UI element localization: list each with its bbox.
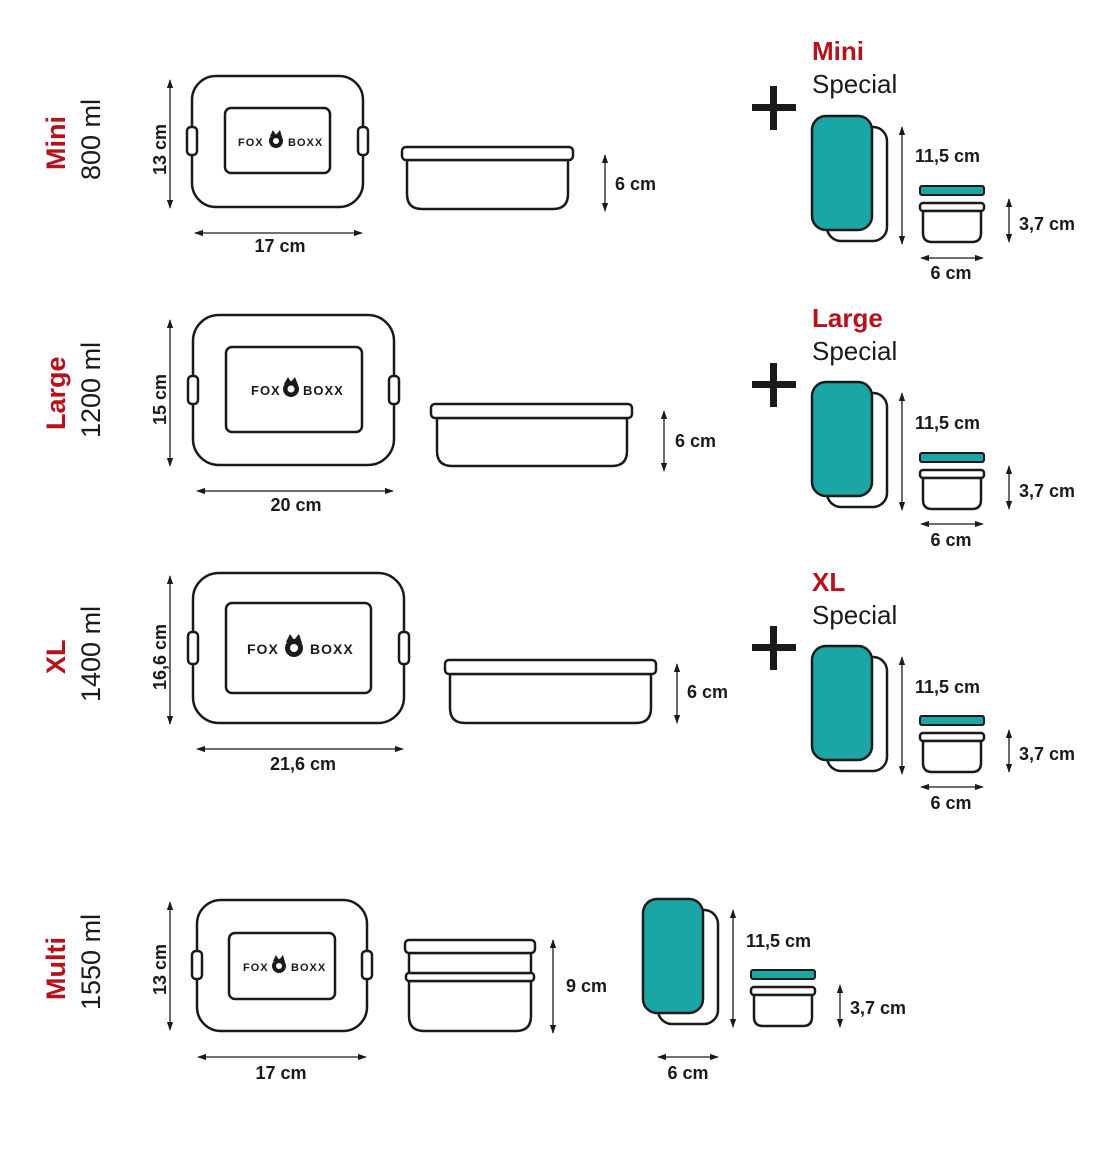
lunchbox-side-view	[429, 402, 634, 468]
cup-height-label: 3,7 cm	[1019, 481, 1075, 501]
row-mini: Mini 800 ml 13 cm FOX BOXX 17 cm 6 cm	[41, 36, 1075, 283]
divider-insert	[641, 897, 720, 1026]
cup-height-label: 3,7 cm	[1019, 214, 1075, 234]
insert-height-label: 11,5 cm	[915, 677, 980, 697]
row-volume-label: 800 ml	[76, 99, 106, 180]
special-word-label: Special	[812, 600, 897, 630]
insert-height-label: 11,5 cm	[915, 413, 980, 433]
special-word-label: Special	[812, 336, 897, 366]
logo-right-text: BOXX	[288, 137, 323, 149]
plus-icon	[752, 86, 796, 130]
fox-head-icon	[272, 955, 286, 973]
cup-width-label: 6 cm	[930, 530, 971, 550]
cup-width-label: 6 cm	[930, 793, 971, 813]
snack-cup	[749, 969, 817, 1028]
row-xl: XL 1400 ml 16,6 cm FOX BOXX 21,6 cm 6 cm	[41, 567, 1075, 813]
special-name-label: XL	[812, 567, 845, 597]
width-dimension-label: 21,6 cm	[270, 754, 336, 774]
divider-insert	[810, 114, 889, 243]
cup-height-label: 3,7 cm	[1019, 744, 1075, 764]
cup-width-label: 6 cm	[930, 263, 971, 283]
fox-boxx-logo: FOX BOXX	[247, 634, 354, 657]
logo-right-text: BOXX	[303, 383, 344, 398]
height-dimension-label: 16,6 cm	[150, 624, 170, 690]
fox-head-icon	[283, 377, 299, 397]
special-name-label: Mini	[812, 36, 864, 66]
row-name-label: Multi	[41, 937, 71, 1000]
insert-height-label: 11,5 cm	[915, 146, 980, 166]
width-dimension-label: 17 cm	[254, 236, 305, 256]
divider-insert	[810, 644, 889, 773]
fox-boxx-logo: FOX BOXX	[238, 130, 323, 149]
row-name-label: XL	[41, 639, 71, 674]
row-name-label: Mini	[41, 116, 71, 170]
row-multi: Multi 1550 ml 13 cm FOX BOXX 17 cm	[41, 897, 906, 1083]
cup-height-label: 3,7 cm	[850, 998, 906, 1018]
lunchbox-top-view: FOX BOXX	[186, 571, 411, 725]
side-height-label: 6 cm	[675, 431, 716, 451]
lunchbox-top-view: FOX BOXX	[186, 313, 401, 467]
logo-left-text: FOX	[247, 641, 279, 657]
lunchbox-side-view	[400, 145, 575, 211]
row-volume-label: 1200 ml	[76, 342, 106, 438]
logo-left-text: FOX	[251, 383, 281, 398]
snack-cup	[918, 715, 986, 774]
fox-boxx-logo: FOX BOXX	[251, 377, 344, 398]
special-word-label: Special	[812, 69, 897, 99]
snack-cup	[918, 185, 986, 244]
row-name-label: Large	[41, 356, 71, 430]
lunchbox-side-view	[443, 658, 658, 725]
side-height-label: 6 cm	[687, 682, 728, 702]
special-name-label: Large	[812, 303, 883, 333]
height-dimension-label: 13 cm	[150, 124, 170, 175]
side-height-label: 6 cm	[615, 174, 656, 194]
row-large: Large 1200 ml 15 cm FOX BOXX 20 cm 6 cm	[41, 303, 1075, 550]
width-dimension-label: 20 cm	[270, 495, 321, 515]
lunchbox-top-view: FOX BOXX	[190, 898, 374, 1033]
row-volume-label: 1400 ml	[76, 606, 106, 702]
fox-head-icon	[285, 634, 303, 657]
height-dimension-label: 15 cm	[150, 374, 170, 425]
logo-right-text: BOXX	[291, 962, 326, 974]
fox-boxx-logo: FOX BOXX	[243, 955, 326, 974]
divider-insert	[810, 380, 889, 509]
logo-right-text: BOXX	[310, 641, 354, 657]
fox-head-icon	[269, 130, 283, 148]
cup-width-label: 6 cm	[667, 1063, 708, 1083]
plus-icon	[752, 626, 796, 670]
width-dimension-label: 17 cm	[255, 1063, 306, 1083]
snack-cup	[918, 452, 986, 511]
side-height-label: 9 cm	[566, 976, 607, 996]
logo-left-text: FOX	[238, 137, 264, 149]
row-volume-label: 1550 ml	[76, 914, 106, 1010]
insert-height-label: 11,5 cm	[746, 931, 811, 951]
height-dimension-label: 13 cm	[150, 944, 170, 995]
logo-left-text: FOX	[243, 962, 269, 974]
plus-icon	[752, 363, 796, 407]
lunchbox-top-view: FOX BOXX	[185, 74, 370, 209]
lunchbox-side-view-stacked	[403, 938, 537, 1033]
